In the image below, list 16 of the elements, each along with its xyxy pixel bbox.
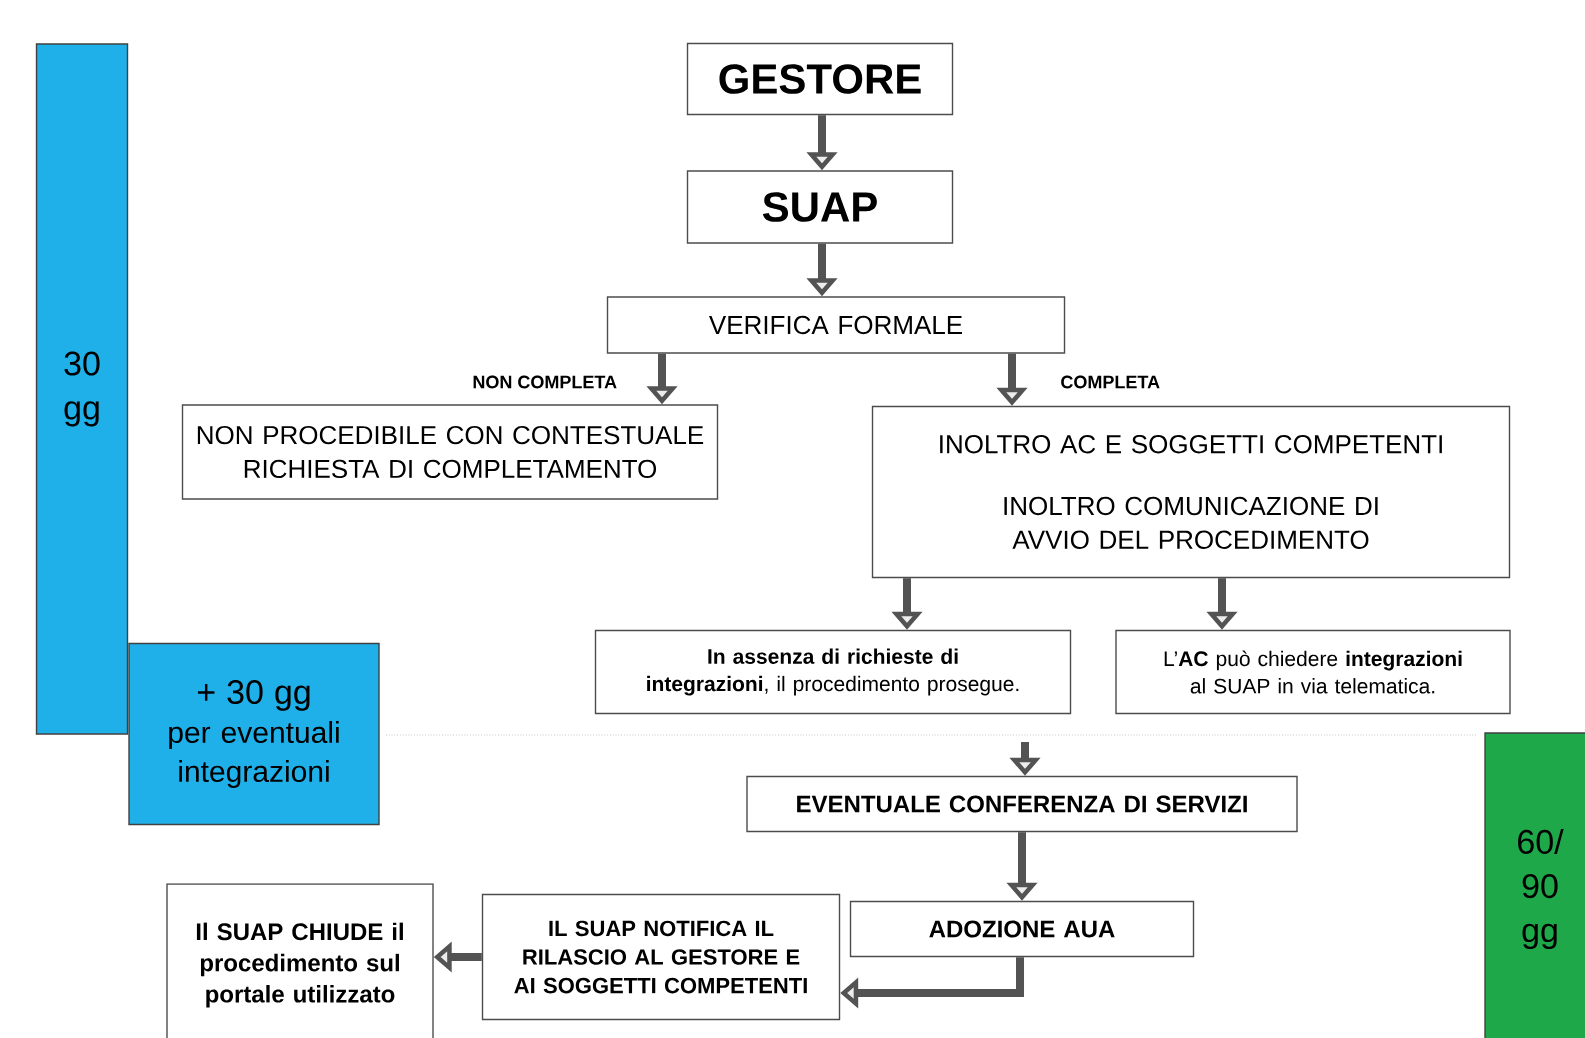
edge-label: COMPLETA xyxy=(1061,375,1160,389)
process-box: In assenza di richieste di integrazioni, il procedimento prosegue. xyxy=(594,629,1072,715)
time-box: + 30 gg per eventuali integrazioni xyxy=(128,642,380,826)
process-box: VERIFICA FORMALE xyxy=(606,296,1066,354)
time-bar: 60/ 90 gg xyxy=(1484,732,1585,1038)
process-box: NON PROCEDIBILE CON CONTESTUALE RICHIESTA DI COMPLETAMENTO xyxy=(181,404,719,500)
process-box: IL SUAP NOTIFICA IL RILASCIO AL GESTORE E AI SOGGETTI COMPETENTI xyxy=(481,893,841,1021)
process-box: Il SUAP CHIUDE il procedimento sul portale utilizzato xyxy=(166,883,434,1038)
process-box: EVENTUALE CONFERENZA DI SERVIZI xyxy=(746,775,1298,833)
process-box: SUAP xyxy=(686,170,954,244)
process-box: GESTORE xyxy=(686,42,954,116)
time-bar: 30 gg xyxy=(35,43,129,735)
process-box: L’AC può chiedere integrazioni al SUAP in via telematica. xyxy=(1115,629,1511,715)
process-box: ADOZIONE AUA xyxy=(849,900,1195,958)
edge-label: NON COMPLETA xyxy=(473,375,617,389)
process-box: INOLTRO AC E SOGGETTI COMPETENTI INOLTRO COMUNICAZIONE DI AVVIO DEL PROCEDIMENTO xyxy=(871,405,1511,579)
